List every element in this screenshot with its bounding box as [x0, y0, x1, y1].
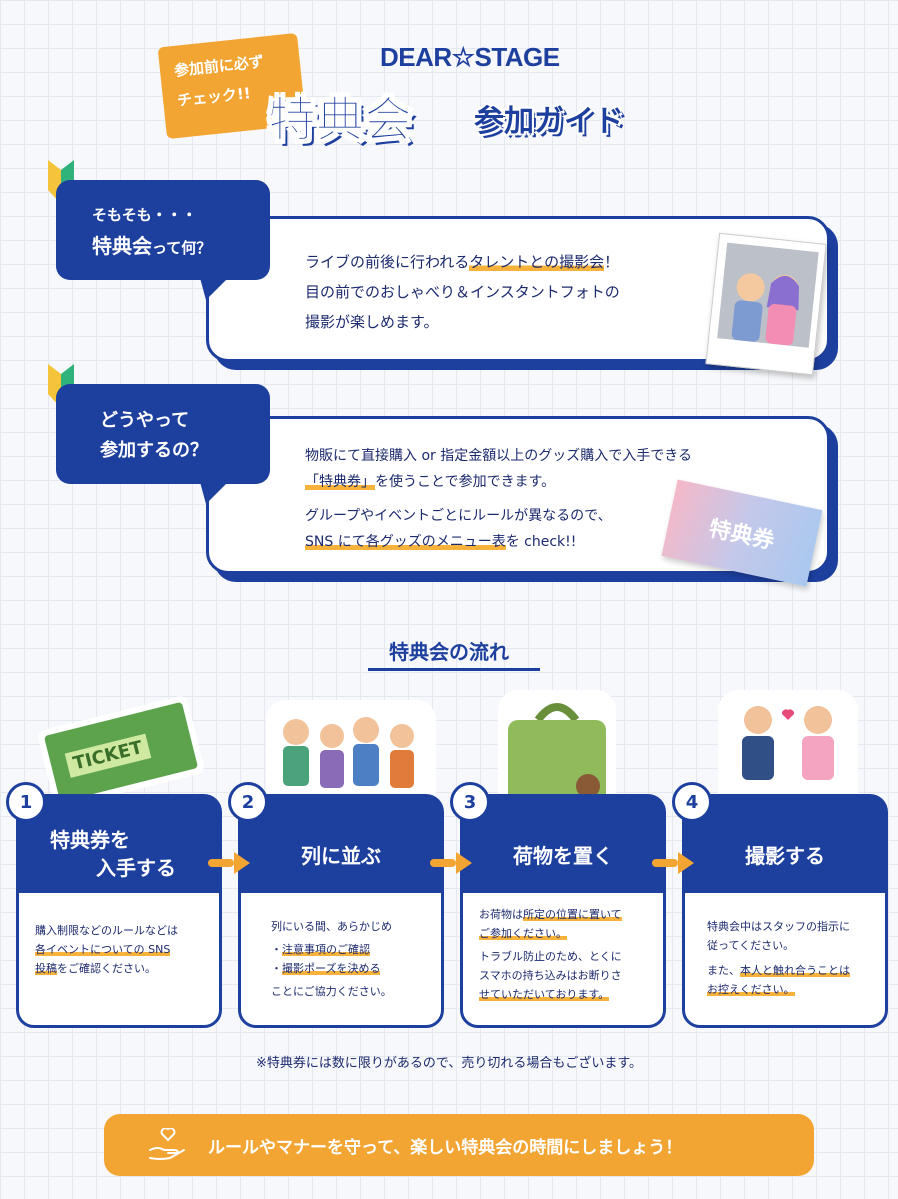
step-number: 1 [6, 782, 46, 822]
queue-people-icon [266, 700, 436, 810]
step-body-line: 従ってください。 [707, 939, 795, 952]
question-line-2: 特典会 [92, 234, 152, 258]
answer-line-3: グループやイベントごとにルールが異なるので、 [305, 508, 612, 524]
step-title: 列に並ぶ [301, 844, 381, 868]
brand-logo: DEAR☆STAGE [380, 42, 560, 72]
step-body-highlight: せていただいております。 [479, 988, 610, 1001]
step-title: 撮影する [745, 844, 825, 868]
step-body-highlight: 本人と触れ合うことは [740, 964, 850, 977]
question-bubble-how: どうやって 参加するの？ [56, 384, 270, 484]
answer-text: を使うことで参加できます。 [375, 474, 556, 490]
bag-icon [498, 690, 616, 816]
step-body-line: 特典会中はスタッフの指示に [707, 920, 850, 933]
flow-title: 特典会の流れ [389, 640, 509, 664]
flow-title-underline [368, 668, 540, 671]
flow-arrow-icon [652, 852, 694, 874]
page-title: 特典会 [267, 92, 413, 149]
step-body-line: トラブル防止のため、とくに [479, 950, 622, 963]
question-line-2: 参加するの？ [100, 440, 208, 461]
step-body-line: ことにご協力ください。 [271, 985, 392, 998]
step-title-line-2: 入手する [96, 856, 176, 880]
answer-line-1: 物販にて直接購入 or 指定金額以上のグッズ購入で入手できる [305, 448, 692, 464]
banner-text: ルールやマナーを守って、楽しい特典会の時間にしましょう！ [208, 1137, 683, 1158]
step-body-highlight: お控えください。 [707, 983, 795, 996]
flow-step-1: 特典券を 入手する 購入制限などのルールなどは 各イベントについての SNS 投… [6, 782, 222, 1028]
answer-text: ！ [604, 253, 620, 271]
photo-pose-icon [718, 690, 858, 814]
step-body-highlight: 所定の位置に置いて [523, 908, 622, 921]
hand-heart-icon [149, 1128, 185, 1160]
footer-banner: ルールやマナーを守って、楽しい特典会の時間にしましょう！ [104, 1114, 814, 1176]
step-number: 3 [450, 782, 490, 822]
bullet: ・ [271, 962, 282, 975]
step-body-text: お荷物は [479, 908, 523, 921]
step-number: 2 [228, 782, 268, 822]
flow-arrow-icon [430, 852, 472, 874]
answer-highlight: SNS にて各グッズのメニュー表 [305, 534, 506, 550]
step-number: 4 [672, 782, 712, 822]
answer-text: ライブの前後に行われる [305, 253, 470, 271]
page-subtitle: 参加ガイド [474, 104, 624, 139]
step-body-text: また、 [707, 964, 740, 977]
footnote: ※特典券には数に限りがあるので、売り切れる場合もございます。 [255, 1056, 643, 1071]
step-body-line: 購入制限などのルールなどは [35, 924, 178, 937]
answer-text: を check!! [505, 534, 577, 550]
step-body-highlight: 注意事項のご確認 [282, 943, 370, 956]
answer-highlight: 「特典券」 [305, 474, 375, 490]
answer-highlight: タレントとの撮影会 [469, 253, 605, 271]
step-title: 荷物を置く [513, 844, 613, 868]
question-line-1: そもそも・・・ [92, 206, 197, 224]
ticket-text: TICKET [64, 733, 151, 778]
bullet: ・ [271, 943, 282, 956]
couple-illustration-icon [731, 273, 800, 346]
question-line-2-small: って何？ [152, 239, 212, 257]
ticket-illustration: TICKET [36, 694, 206, 810]
answer-line-3: 撮影が楽しめます。 [305, 313, 439, 331]
instant-photo-image [705, 232, 827, 376]
step-body-highlight: 撮影ポーズを決める [282, 962, 381, 975]
flow-arrow-icon [208, 852, 250, 874]
flow-step-4: 撮影する 特典会中はスタッフの指示に 従ってください。 また、本人と触れ合うこと… [672, 782, 888, 1028]
step-body-text: をご確認ください。 [57, 962, 156, 975]
flow-step-2: 列に並ぶ 列にいる間、あらかじめ ・注意事項のご確認 ・撮影ポーズを決める こと… [228, 782, 444, 1028]
question-line-1: どうやって [100, 410, 190, 431]
step-body-highlight: 各イベントについての SNS [35, 943, 171, 956]
step-body-highlight: 投稿 [35, 962, 57, 975]
answer-line-2: 目の前でのおしゃべり＆インスタントフォトの [305, 283, 620, 301]
step-body-line: 列にいる間、あらかじめ [271, 920, 392, 933]
step-body-line: スマホの持ち込みはお断りさ [479, 969, 622, 982]
question-bubble-what: そもそも・・・ 特典会って何？ [56, 180, 270, 280]
step-body-highlight: ご参加ください。 [479, 927, 567, 940]
step-title-line-1: 特典券を [50, 828, 130, 852]
flow-step-3: 荷物を置く お荷物は所定の位置に置いて ご参加ください。 トラブル防止のため、と… [450, 782, 666, 1028]
